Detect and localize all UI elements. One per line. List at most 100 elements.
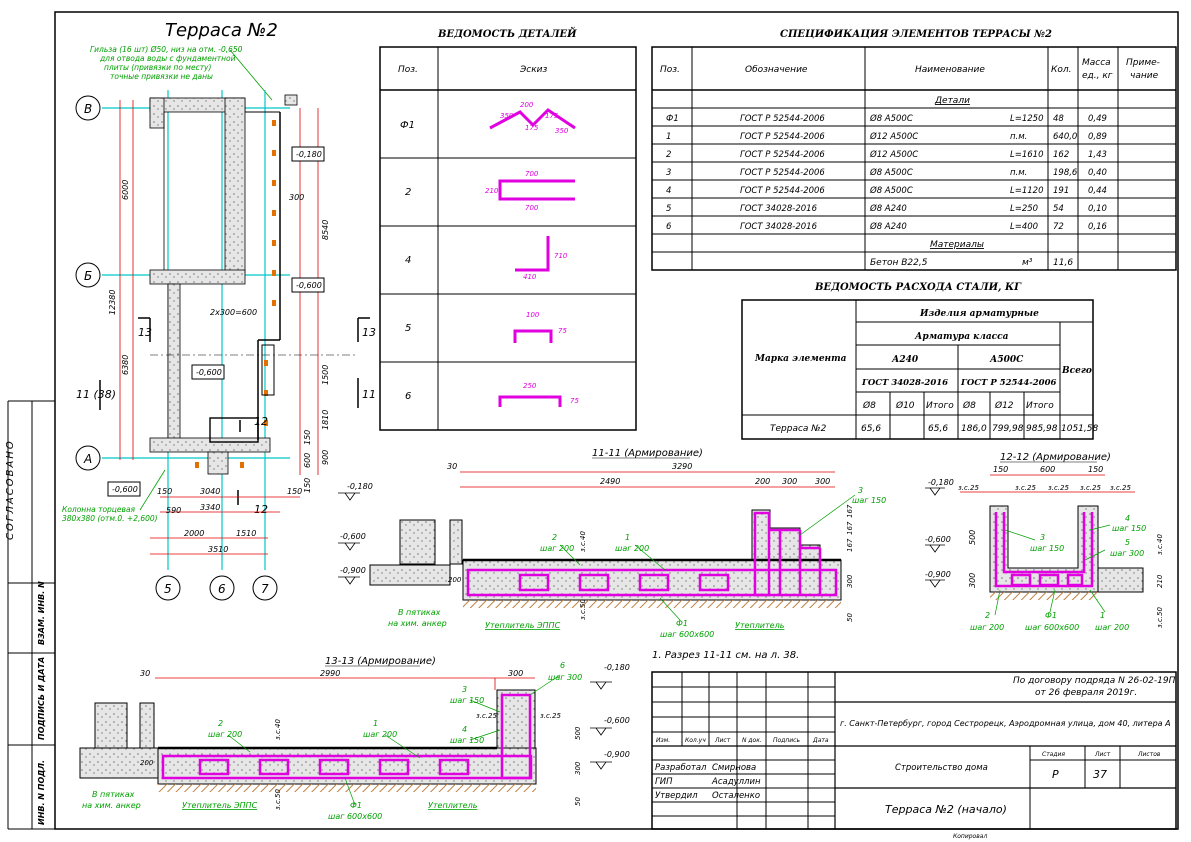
sec12-p5: 5 — [1125, 538, 1130, 547]
spec-cell-name: Ø8 А240 — [869, 203, 907, 214]
steel-class: Арматура класса — [914, 332, 1009, 342]
spec-table: СПЕЦИФИКАЦИЯ ЭЛЕМЕНТОВ ТЕРРАСЫ №2 Поз. О… — [651, 29, 1177, 271]
sec12-p4s: шаг 150 — [1112, 524, 1146, 533]
sec12-p1: 1 — [1100, 611, 1105, 620]
stamp-sheet-label: Лист — [1094, 751, 1111, 758]
sec12-p4: 4 — [1125, 514, 1130, 523]
stamp-name-2: Асадуллин — [711, 777, 761, 787]
sec13-title: 13-13 (Армирование) — [325, 656, 436, 667]
plan-note-4: точные привязки не даны — [110, 72, 213, 81]
dim-150c: 150 — [157, 487, 172, 496]
dim-3040: 3040 — [200, 487, 220, 496]
spec-cell-designation: ГОСТ Р 52544-2006 — [740, 186, 825, 196]
steel-v1: 65,6 — [861, 424, 881, 434]
sec11-d2490: 2490 — [600, 477, 620, 486]
spec-cell-mass: 0,89 — [1088, 132, 1107, 142]
stamp-name-1: Смирнова — [712, 763, 756, 773]
spec-cell-mass: 0,49 — [1088, 114, 1107, 124]
stamp-copied: Копировал — [953, 833, 987, 840]
spec-cell-pos: 1 — [666, 132, 671, 142]
sec13-p1s: шаг 200 — [363, 730, 397, 739]
sec13-zs25b: з.с.25 — [540, 712, 561, 720]
sec13-d30: 30 — [140, 669, 150, 678]
sec13-d200: 200 — [140, 759, 154, 767]
spec-cell-qty: 48 — [1053, 114, 1064, 124]
spec-cell-name: Ø8 А500С — [869, 113, 913, 124]
steel-a500: А500С — [989, 355, 1024, 365]
details-2-d2: 210 — [485, 187, 499, 195]
spec-cell-designation: ГОСТ Р 52544-2006 — [740, 150, 825, 160]
dim-1500: 1500 — [321, 365, 330, 385]
spec-cell-designation: ГОСТ Р 52544-2006 — [740, 132, 825, 142]
sec11-ins: Утеплитель — [735, 621, 785, 630]
steel-v6: 985,98 — [1026, 424, 1058, 434]
sec12-zs25a: з.с.25 — [958, 484, 979, 492]
sec11-epps: Утеплитель ЭППС — [485, 621, 561, 630]
sec11-d167c: 167 — [846, 538, 854, 552]
sec12-level-2: -0,600 — [925, 535, 951, 544]
spec-material-qty: 11,6 — [1053, 258, 1073, 268]
spec-cell-pos: 6 — [666, 222, 672, 232]
sec12-d210: 210 — [1156, 574, 1164, 588]
sec11-f1: Ф1 — [676, 619, 688, 628]
plan-note-2: для отвода воды с фундаментной — [99, 54, 236, 63]
spec-cell-mass: 0,40 — [1088, 168, 1107, 178]
spec-cell-len: L=1120 — [1010, 186, 1044, 196]
sec13-ins: Утеплитель — [428, 801, 478, 810]
details-f1-d3: 175 — [525, 124, 539, 132]
side-agreed: СОГЛАСОВАНО — [5, 439, 16, 540]
spec-cell-len: L=1610 — [1010, 150, 1044, 160]
spec-cell-name: Ø8 А500С — [869, 167, 913, 178]
sec12-zs50: з.с.50 — [1156, 607, 1164, 628]
spec-cell-name: Ø8 А240 — [869, 221, 907, 232]
sec13-epps: Утеплитель ЭППС — [182, 801, 258, 810]
spec-cell-name: Ø8 А500С — [869, 185, 913, 196]
spec-cell-qty: 191 — [1053, 186, 1069, 196]
sec11-p3s: шаг 150 — [852, 496, 886, 505]
sec13-g1: В пятиках — [92, 790, 135, 799]
sec13-p6: 6 — [560, 661, 565, 670]
sec12-d150: 150 — [993, 465, 1008, 474]
sec12-p2: 2 — [985, 611, 990, 620]
stamp-sheet: 37 — [1093, 768, 1107, 781]
sec12-d600: 600 — [1040, 465, 1055, 474]
spec-h-designation: Обозначение — [745, 65, 808, 75]
sec11-zs50: з.с.50 — [579, 599, 587, 620]
side-inv2: ИНВ. N ПОДЛ. — [37, 760, 46, 825]
stamp-col-4: N док. — [742, 737, 762, 744]
axis-6: 6 — [218, 582, 226, 596]
stamp-role-3: Утвердил — [655, 791, 698, 801]
sec11-d200: 200 — [755, 477, 770, 486]
plan-title: Терраса №2 — [165, 20, 278, 41]
plan-level-1: -0,180 — [296, 150, 322, 159]
cut-11a: 11 (38) — [76, 388, 116, 401]
sec11-d167b: 167 — [846, 521, 854, 535]
sec12-d150b: 150 — [1088, 465, 1103, 474]
sec11-title: 11-11 (Армирование) — [592, 448, 703, 459]
spec-section-materials: Материалы — [930, 240, 984, 250]
dim-590: 590 — [166, 506, 181, 515]
title-block: По договору подряда N 26-02-19П от 26 фе… — [651, 671, 1177, 840]
sec13-d500: 500 — [574, 726, 582, 740]
column-note-1: Колонна торцевая — [62, 505, 136, 514]
sec11-d50: 50 — [846, 613, 854, 622]
steel-mark-label: Марка элемента — [754, 354, 847, 364]
details-4-d1: 710 — [554, 252, 568, 260]
dim-6380: 6380 — [121, 355, 130, 375]
sec11-f1s: шаг 600x600 — [660, 630, 714, 639]
spec-cell-name: Ø12 А500С — [869, 149, 918, 160]
steel-v4: 186,0 — [961, 424, 987, 434]
stamp-stage: Р — [1052, 768, 1059, 781]
spec-cell-pos: 2 — [666, 150, 671, 160]
dim-12380: 12380 — [108, 290, 117, 315]
axis-7: 7 — [261, 582, 269, 596]
sec13-p3s: шаг 150 — [450, 696, 484, 705]
sec12-p3: 3 — [1040, 533, 1045, 542]
section-12-12: 12-12 (Армирование) 150 600 150 з.с.25 з… — [925, 452, 1164, 632]
details-pos-6: 6 — [405, 391, 411, 402]
sec13-level-1: -0,180 — [604, 663, 630, 672]
details-col-pos: Поз. — [398, 65, 418, 75]
details-2-d3: 700 — [525, 204, 539, 212]
steel-v5: 799,98 — [992, 424, 1024, 434]
